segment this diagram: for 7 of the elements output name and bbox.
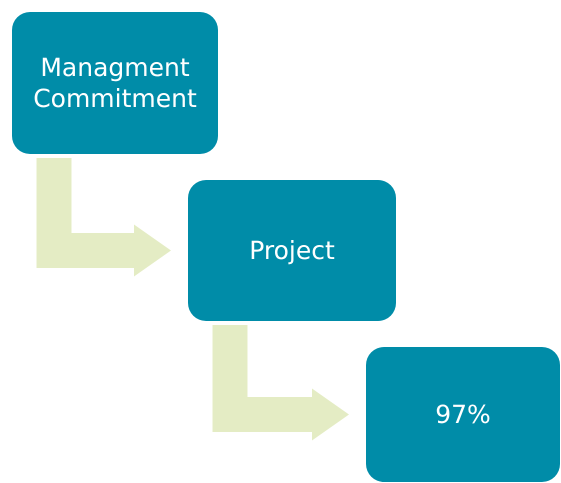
process-box xyxy=(366,347,560,482)
box-label: 97% xyxy=(435,398,491,430)
bent-arrow xyxy=(212,325,349,440)
box-label: Project xyxy=(249,234,335,266)
process-box xyxy=(12,12,218,154)
process-box xyxy=(188,180,396,321)
box-label: Managment Commitment xyxy=(32,52,198,114)
